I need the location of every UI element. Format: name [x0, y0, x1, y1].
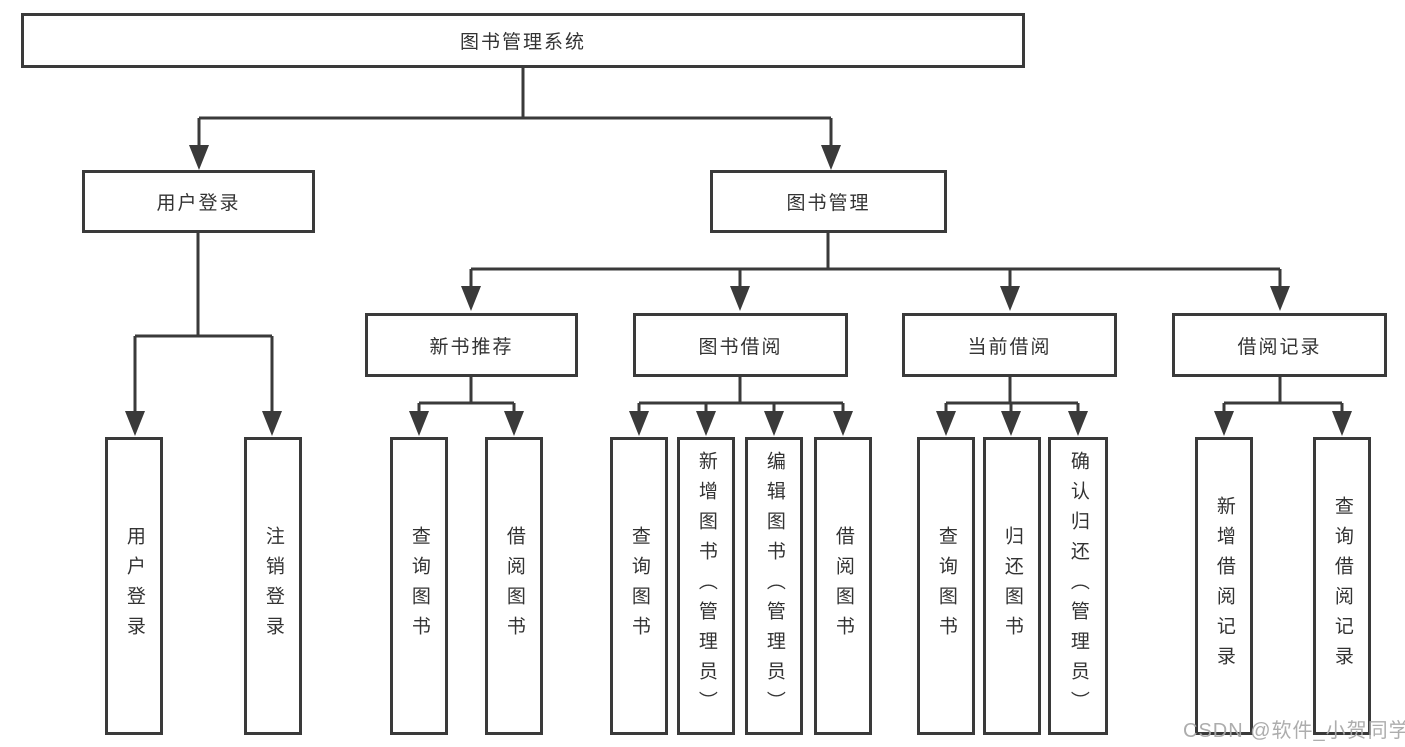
leaf-logout: 注销登录 — [244, 437, 302, 735]
leaf-label: 新增借阅记录 — [1213, 496, 1235, 676]
arrowhead-icon — [189, 145, 209, 170]
arrowhead-icon — [1214, 411, 1234, 436]
leaf-label: 查询图书 — [935, 526, 957, 646]
leaf-query-borrow-record: 查询借阅记录 — [1313, 437, 1371, 735]
arrowhead-icon — [504, 411, 524, 436]
leaf-query-book-3: 查询图书 — [917, 437, 975, 735]
arrowhead-icon — [1068, 411, 1088, 436]
arrowhead-icon — [125, 411, 145, 436]
node-label: 新书推荐 — [429, 336, 514, 358]
arrowhead-icon — [936, 411, 956, 436]
arrowhead-icon — [696, 411, 716, 436]
arrowhead-icon — [262, 411, 282, 436]
arrowheads — [125, 145, 1352, 436]
leaf-return-book: 归还图书 — [983, 437, 1041, 735]
csdn-watermark: CSDN @软件_小贺同学 — [1183, 720, 1405, 742]
leaf-label: 归还图书 — [1001, 526, 1023, 646]
arrowhead-icon — [1000, 286, 1020, 311]
arrowhead-icon — [461, 286, 481, 311]
node-label: 用户登录 — [156, 193, 241, 214]
leaf-confirm-return-admin: 确认归还（管理员） — [1048, 437, 1108, 735]
node-label: 图书借阅 — [698, 336, 783, 358]
node-new-book-recommend: 新书推荐 — [365, 313, 578, 377]
leaf-label: 查询借阅记录 — [1331, 496, 1353, 676]
arrowhead-icon — [730, 286, 750, 311]
node-label: 图书管理系统 — [459, 32, 586, 53]
leaf-label: 新增图书（管理员） — [695, 451, 717, 721]
leaf-label: 借阅图书 — [503, 526, 525, 646]
arrowhead-icon — [1001, 411, 1021, 436]
leaf-label: 注销登录 — [262, 526, 284, 646]
node-book-management: 图书管理 — [710, 170, 947, 233]
arrowhead-icon — [409, 411, 429, 436]
leaf-label: 查询图书 — [628, 526, 650, 646]
node-book-borrow: 图书借阅 — [633, 313, 848, 377]
connector-paths — [133, 68, 1344, 412]
leaf-label: 查询图书 — [408, 526, 430, 646]
leaf-user-login: 用户登录 — [105, 437, 163, 735]
leaf-add-book-admin: 新增图书（管理员） — [677, 437, 735, 735]
leaf-add-borrow-record: 新增借阅记录 — [1195, 437, 1253, 735]
leaf-label: 用户登录 — [123, 526, 145, 646]
leaf-query-book-2: 查询图书 — [610, 437, 668, 735]
node-label: 图书管理 — [786, 193, 871, 214]
arrowhead-icon — [833, 411, 853, 436]
leaf-query-book-1: 查询图书 — [390, 437, 448, 735]
node-current-borrow: 当前借阅 — [902, 313, 1117, 377]
node-label: 借阅记录 — [1237, 336, 1322, 358]
arrowhead-icon — [1332, 411, 1352, 436]
leaf-label: 确认归还（管理员） — [1067, 451, 1089, 721]
arrowhead-icon — [821, 145, 841, 170]
leaf-label: 借阅图书 — [832, 526, 854, 646]
leaf-label: 编辑图书（管理员） — [763, 451, 785, 721]
leaf-borrow-book-1: 借阅图书 — [485, 437, 543, 735]
node-library-management-system: 图书管理系统 — [21, 13, 1025, 68]
arrowhead-icon — [1270, 286, 1290, 311]
arrowhead-icon — [629, 411, 649, 436]
node-borrow-record: 借阅记录 — [1172, 313, 1387, 377]
node-label: 当前借阅 — [967, 336, 1052, 358]
leaf-edit-book-admin: 编辑图书（管理员） — [745, 437, 803, 735]
arrowhead-icon — [764, 411, 784, 436]
leaf-borrow-book-2: 借阅图书 — [814, 437, 872, 735]
node-user-login: 用户登录 — [82, 170, 315, 233]
